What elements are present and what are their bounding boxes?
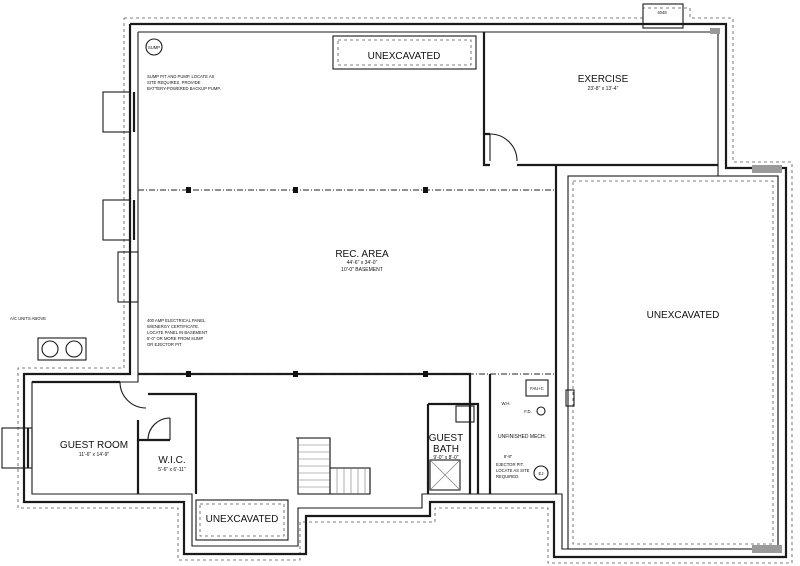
sump-note-1: SUMP PIT AND PUMP. LOCATE AS: [147, 74, 215, 79]
guest-room-top-wall-2: [148, 392, 198, 494]
sump-label: SUMP: [148, 45, 160, 50]
exercise-dims: 23'-8" x 13'-4": [588, 86, 619, 92]
electrical-note-2: W/ENERGY CERTIFICATE.: [147, 324, 199, 329]
rec-lower-wall: [138, 372, 472, 494]
left-window-2: [102, 199, 131, 241]
top-window-well: [642, 3, 684, 29]
mech-meter: [565, 389, 575, 407]
ejector-note-3: REQUIRED.: [496, 474, 519, 479]
unfinished-mech-label: UNFINISHED MECH.: [498, 434, 546, 440]
ac-unit-1: [41, 340, 59, 358]
guest-bath-wall: [428, 402, 480, 494]
rec-area-label: REC. AREA: [335, 249, 389, 260]
exterior-wall-inner: [31, 31, 779, 550]
rec-area-note: 10'-0" BASEMENT: [341, 267, 383, 273]
wic-door-swing: [147, 417, 171, 441]
right-fill-top: [752, 165, 782, 173]
guest-bath-label-1: GUEST: [429, 433, 463, 444]
exercise-wall: [482, 32, 490, 136]
unexcavated-top-inner: [337, 39, 472, 66]
ejector-note-1: EJECTOR PIT.: [496, 462, 524, 467]
exercise-wall-left: [482, 134, 490, 167]
guest-room-label: GUEST ROOM: [60, 440, 128, 451]
wic-wall: [136, 420, 170, 442]
electrical-note-1: 400 AMP ELECTRICAL PANEL: [147, 318, 206, 323]
right-fill-bottom: [752, 545, 782, 553]
fd-circle: [536, 406, 546, 416]
exercise-door-swing: [489, 133, 518, 162]
electrical-note-4: 5'-0" OR MORE FROM SUMP: [147, 336, 203, 341]
guest-bath-label-2: BATH: [433, 444, 459, 455]
fau-box: [525, 379, 549, 397]
fau-label: FAU+C: [530, 386, 544, 391]
bath-tub: [429, 459, 461, 491]
sump-pit: [145, 38, 163, 56]
bath-tub-x2: [429, 459, 461, 491]
ac-units-label: A/C UNITS ABOVE: [10, 316, 46, 321]
exercise-fill: [710, 28, 720, 34]
ejector-note-2: LOCATE AS SITE: [496, 468, 530, 473]
dimension-label: 8'-8": [504, 454, 513, 459]
sump-note-3: BATTERY-POWERED BACKUP PUMP.: [147, 86, 221, 91]
window-tag-top: 4048: [657, 10, 667, 15]
wic-label: W.I.C.: [158, 455, 185, 466]
ej-circle: [533, 465, 549, 481]
ac-unit-2: [65, 340, 83, 358]
guest-room-door-swing: [119, 381, 147, 409]
guest-bath-dims: 9'-0" x 8'-0": [433, 455, 458, 461]
unexcavated-bottom-inner: [199, 503, 285, 537]
exercise-label: EXERCISE: [578, 74, 629, 85]
guest-room-dims: 11'-6" x 14'-9": [79, 452, 110, 458]
left-bay-box: [117, 251, 139, 303]
left-window-1: [102, 91, 131, 133]
unexcavated-top-box: [332, 35, 477, 70]
unexcavated-top-label: UNEXCAVATED: [368, 51, 441, 62]
electrical-note-3: LOCATE PANEL IN BASEMENT: [147, 330, 208, 335]
unexcavated-bottom-box: [195, 499, 289, 541]
electrical-note-5: OR EJECTOR PIT: [147, 342, 182, 347]
wh-label: W.H.: [501, 401, 510, 406]
posts: [186, 187, 428, 377]
foundation-outline: [17, 7, 793, 564]
unexcavated-right-inner: [572, 180, 774, 545]
guest-room-window: [1, 427, 33, 469]
sump-note-2: SITE REQUIRES. PROVIDE: [147, 80, 201, 85]
rec-area-dims: 44'-6" x 34'-0": [347, 260, 378, 266]
bath-sink: [455, 405, 475, 423]
fd-label: F.D.: [524, 409, 531, 414]
unexcavated-bottom-label: UNEXCAVATED: [206, 514, 279, 525]
unexcavated-right-label: UNEXCAVATED: [647, 310, 720, 321]
unexcavated-right-box: [567, 175, 779, 550]
stairs: [297, 437, 371, 495]
ac-units-box: [37, 337, 87, 361]
wic-dims: 5'-6" x 6'-11": [158, 467, 186, 473]
ej-label: EJ: [539, 471, 544, 476]
